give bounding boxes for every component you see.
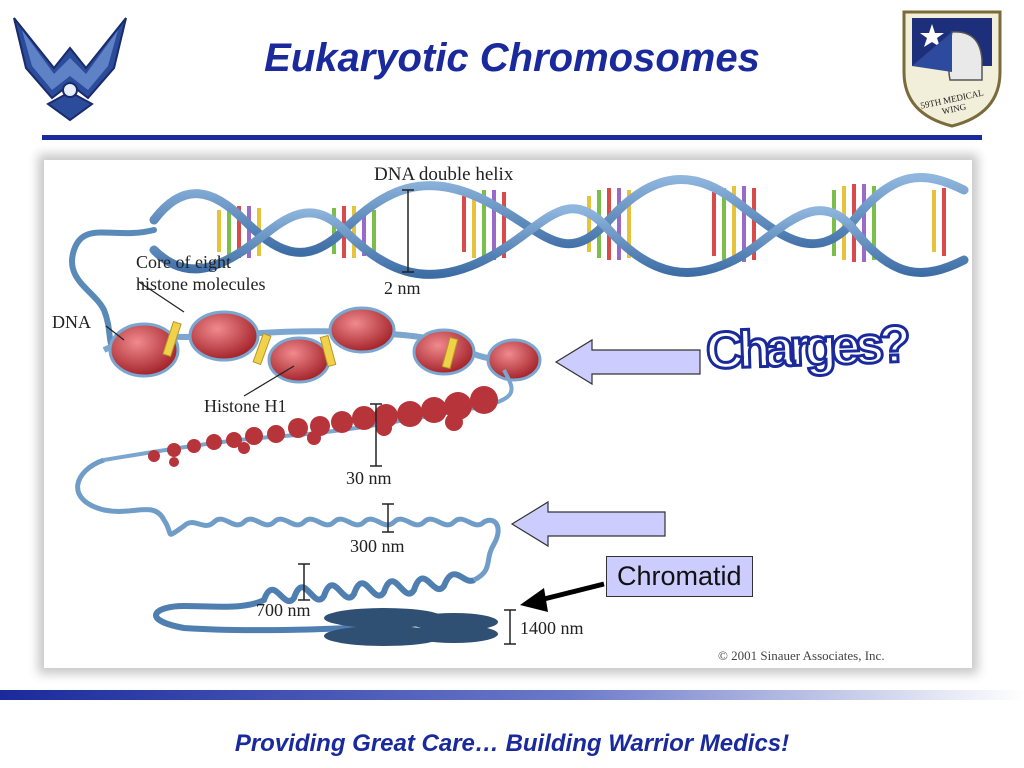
label-dna: DNA xyxy=(52,312,91,332)
dna-strand-lead xyxy=(69,227,157,363)
chromosome-figure: DNA double helix 2 nm Core of eight hist… xyxy=(44,160,972,668)
thirty-nm-dimension xyxy=(370,403,382,467)
footer-stripe xyxy=(0,690,1024,700)
block-arrow-lower xyxy=(510,500,666,548)
label-histone-molecules: histone molecules xyxy=(136,274,266,294)
three-hundred-nm-dimension xyxy=(382,503,394,533)
title-divider xyxy=(42,135,982,140)
label-2-nm: 2 nm xyxy=(384,278,421,298)
dna-helix-base-pairs xyxy=(217,184,946,262)
metaphase-chromosome xyxy=(324,608,498,646)
label-300-nm: 300 nm xyxy=(350,536,405,556)
three-hundred-nm-fiber xyxy=(75,457,501,583)
chromatid-arrow-head xyxy=(520,588,548,612)
label-core-of-eight: Core of eight xyxy=(136,252,231,272)
charges-wordart: Charges? xyxy=(704,314,909,382)
seven-hundred-nm-fiber xyxy=(153,571,476,634)
chromatid-arrow-shaft xyxy=(539,581,605,603)
core-leader xyxy=(138,281,185,313)
histone-h1-leader xyxy=(243,365,295,397)
two-nm-dimension xyxy=(402,189,414,273)
histone-h1-markers xyxy=(162,320,459,370)
footer-tagline: Providing Great Care… Building Warrior M… xyxy=(234,730,790,757)
label-700-nm: 700 nm xyxy=(256,600,311,620)
label-dna-double-helix: DNA double helix xyxy=(374,164,514,185)
medical-wing-shield-icon: 59TH MEDICAL WING xyxy=(896,2,1008,130)
dna-leader xyxy=(105,325,125,341)
copyright-note: © 2001 Sinauer Associates, Inc. xyxy=(718,648,885,663)
block-arrow-upper xyxy=(554,338,701,386)
dna-helix-backbone xyxy=(149,173,969,279)
air-force-wings-icon xyxy=(13,17,127,122)
chromatid-callout: Chromatid xyxy=(606,556,753,597)
fourteen-hundred-nm-dimension xyxy=(504,609,516,645)
seven-hundred-nm-dimension xyxy=(298,563,310,601)
label-histone-h1: Histone H1 xyxy=(204,396,287,416)
label-1400-nm: 1400 nm xyxy=(520,618,584,638)
figure-illustration xyxy=(69,173,969,646)
nucleosomes xyxy=(108,306,542,384)
label-30-nm: 30 nm xyxy=(346,468,392,488)
thirty-nm-fiber xyxy=(148,386,498,467)
slide-title: Eukaryotic Chromosomes xyxy=(264,36,760,80)
